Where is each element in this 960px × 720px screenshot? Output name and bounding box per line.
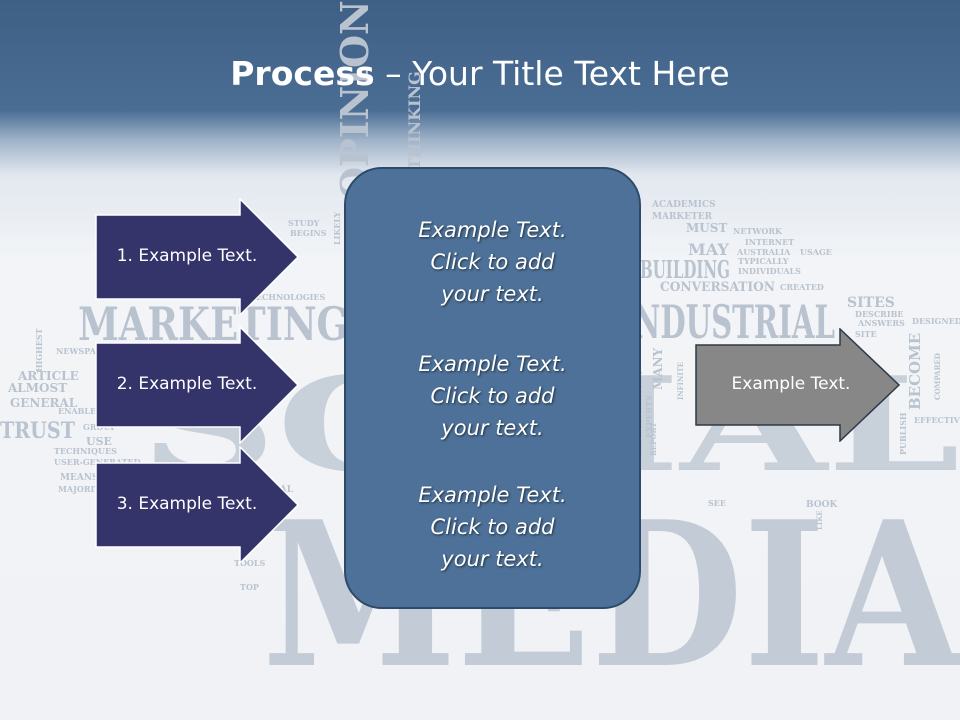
- bg-word: MAJORITY: [58, 484, 106, 494]
- center-block-3-line-3: your text.: [441, 547, 544, 571]
- bg-word: USER-GENERATED: [54, 457, 141, 467]
- right-arrow-label: Example Text.: [731, 374, 851, 394]
- bg-word: NEWSPAPER: [56, 346, 115, 356]
- center-block-1-line-1: Example Text.: [418, 218, 567, 242]
- left-arrow-2-label: 2. Example Text.: [116, 374, 258, 394]
- bg-word: MUST: [686, 221, 727, 235]
- bg-word: SEE: [708, 498, 726, 508]
- bg-word: INFINITE: [676, 362, 685, 400]
- bg-word: TECHNOLOGIES: [250, 292, 326, 302]
- bg-word: INTERNET: [745, 237, 794, 247]
- bg-word: MARKETER: [652, 212, 713, 222]
- bg-word: TECHNIQUES: [54, 446, 117, 456]
- bg-word: ENABLE: [58, 406, 96, 416]
- bg-word: TOOLS: [234, 558, 266, 568]
- bg-word: SITE: [855, 329, 877, 339]
- left-arrow-2[interactable]: 2. Example Text.: [95, 326, 299, 444]
- bg-word: ANSWERS: [857, 318, 905, 328]
- bg-word: EFFECTIVE: [914, 415, 960, 425]
- bg-word: REPORT: [649, 422, 658, 456]
- page-title: Process – Your Title Text Here: [0, 52, 960, 96]
- arrow-shape: [695, 328, 900, 442]
- bg-word: SITES: [847, 295, 895, 311]
- center-block-3-line-1: Example Text.: [418, 483, 567, 507]
- bg-word: NETWORK: [733, 226, 783, 236]
- bg-word: PUBLISH: [898, 412, 908, 455]
- bg-word: THINKING: [405, 71, 424, 170]
- bg-word: HIGHEST: [34, 328, 44, 372]
- bg-word: ALMOST: [7, 381, 67, 395]
- bg-word: MEANS: [60, 473, 99, 483]
- title-rest: – Your Title Text Here: [374, 54, 730, 93]
- bg-word: ACADEMICS: [651, 200, 716, 210]
- center-block-2-line-1: Example Text.: [418, 352, 567, 376]
- center-block-1-line-3: your text.: [441, 282, 544, 306]
- title-bold: Process: [230, 54, 375, 93]
- bg-word: BUILDING: [640, 255, 730, 284]
- center-block-2: Example Text. Click to add your text.: [346, 348, 639, 444]
- bg-word: GENERAL: [10, 396, 78, 410]
- center-block-1-line-2: Click to add: [430, 250, 555, 274]
- bg-word: STUDY: [288, 218, 320, 228]
- bg-word: DESIGNED: [912, 316, 960, 326]
- left-arrow-3-label: 3. Example Text.: [116, 494, 258, 514]
- bg-word: TOP: [240, 582, 259, 592]
- center-block-3: Example Text. Click to add your text.: [346, 479, 639, 575]
- bg-word: MAY: [688, 240, 729, 259]
- bg-word: LIKE: [815, 510, 824, 530]
- bg-word: INDIVIDUALS: [738, 266, 801, 276]
- center-block-2-line-2: Click to add: [430, 384, 555, 408]
- left-arrow-3[interactable]: 3. Example Text.: [95, 446, 299, 564]
- bg-word: USE: [86, 435, 112, 448]
- bg-word: BOOK: [806, 500, 838, 510]
- bg-word: EXPERTS: [644, 395, 654, 438]
- bg-word: ARTICLE: [17, 369, 79, 383]
- arrow-shape: [95, 326, 299, 444]
- bg-word: COMPARED: [933, 353, 942, 400]
- bg-word: BEGINS: [290, 228, 327, 238]
- bg-word: DESCRIBE: [855, 309, 903, 319]
- center-block-2-line-3: your text.: [441, 416, 544, 440]
- center-block-3-line-2: Click to add: [430, 515, 555, 539]
- bg-word: MARKETING: [78, 297, 348, 351]
- arrow-shape: [95, 446, 299, 564]
- center-text-box[interactable]: Example Text. Click to add your text. Ex…: [344, 167, 641, 609]
- bg-word: USAGE: [800, 247, 832, 257]
- bg-word: TYPICALLY: [738, 256, 789, 266]
- bg-word: CONVERSATION: [660, 280, 775, 295]
- left-arrow-1-label: 1. Example Text.: [116, 246, 258, 266]
- bg-word: LIKELY: [332, 211, 342, 245]
- bg-word: CREATED: [780, 282, 824, 292]
- bg-word: MANY: [651, 347, 665, 390]
- arrow-shape: [95, 198, 299, 316]
- bg-word: BECOME: [906, 333, 924, 410]
- right-arrow[interactable]: Example Text.: [695, 328, 900, 442]
- left-arrow-1[interactable]: 1. Example Text.: [95, 198, 299, 316]
- bg-word: OPINION: [332, 0, 377, 200]
- center-block-1: Example Text. Click to add your text.: [346, 214, 639, 310]
- bg-word: AUSTRALIA: [736, 247, 791, 257]
- bg-word: INDUSTRIAL: [620, 295, 835, 349]
- bg-word: TRUST: [0, 418, 76, 444]
